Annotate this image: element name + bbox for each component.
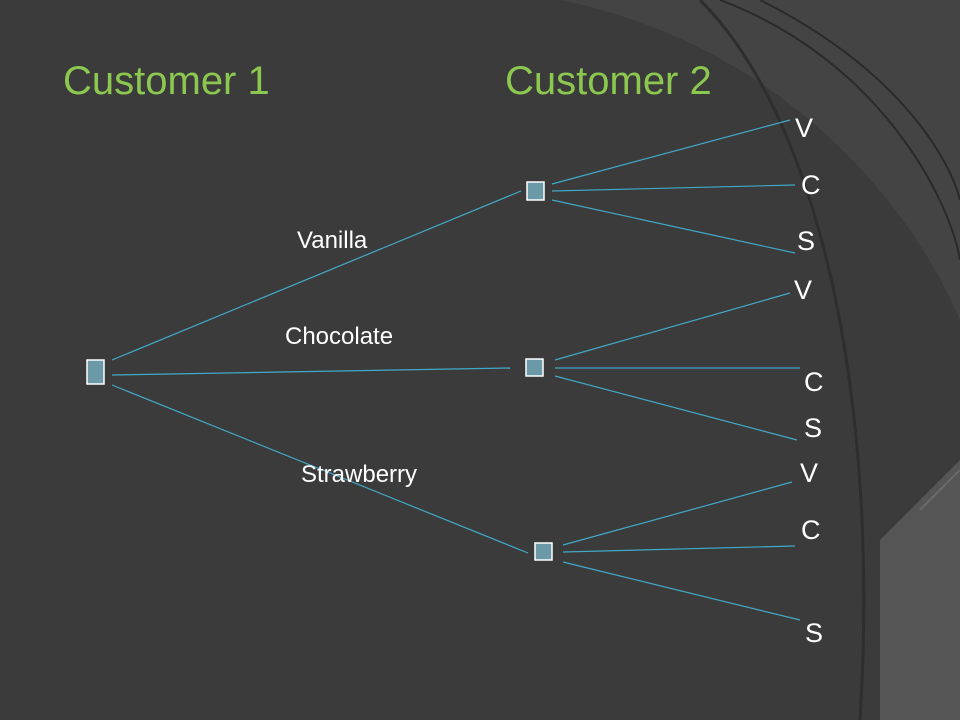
edge-strawberry-to-c <box>562 545 796 553</box>
edge-vanilla-to-v <box>551 119 791 185</box>
branch-label-vanilla: Vanilla <box>297 227 368 254</box>
customer-1-heading: Customer 1 <box>63 59 270 103</box>
edge-root-to-chocolate <box>111 367 511 376</box>
edge-root-to-vanilla <box>111 190 522 361</box>
leaf-label-vanilla-c: C <box>801 170 821 200</box>
vanilla-node <box>526 181 545 201</box>
edge-strawberry-to-s <box>562 561 801 621</box>
branch-label-chocolate: Chocolate <box>285 323 394 350</box>
leaf-label-chocolate-c: C <box>804 367 824 397</box>
edge-chocolate-to-v <box>554 292 791 361</box>
leaf-label-strawberry-c: C <box>801 515 821 545</box>
leaf-label-vanilla-s: S <box>797 226 816 256</box>
edge-strawberry-to-v <box>562 481 793 546</box>
leaf-label-strawberry-v: V <box>800 458 819 488</box>
branch-label-strawberry: Strawberry <box>301 461 418 488</box>
edge-chocolate-to-s <box>554 375 798 441</box>
strawberry-node <box>534 542 553 561</box>
edge-root-to-strawberry <box>111 384 529 554</box>
root-node <box>86 359 105 385</box>
edge-vanilla-to-s <box>551 199 796 254</box>
leaf-label-strawberry-s: S <box>805 618 824 648</box>
leaf-label-vanilla-v: V <box>795 113 814 143</box>
chocolate-node <box>525 358 544 377</box>
customer-2-heading: Customer 2 <box>505 59 712 103</box>
tree-nodes <box>86 181 553 561</box>
leaf-label-chocolate-s: S <box>804 413 823 443</box>
background-decoration <box>560 0 960 720</box>
edge-vanilla-to-c <box>551 184 796 192</box>
tree-edges <box>111 119 801 621</box>
leaf-label-chocolate-v: V <box>794 275 813 305</box>
